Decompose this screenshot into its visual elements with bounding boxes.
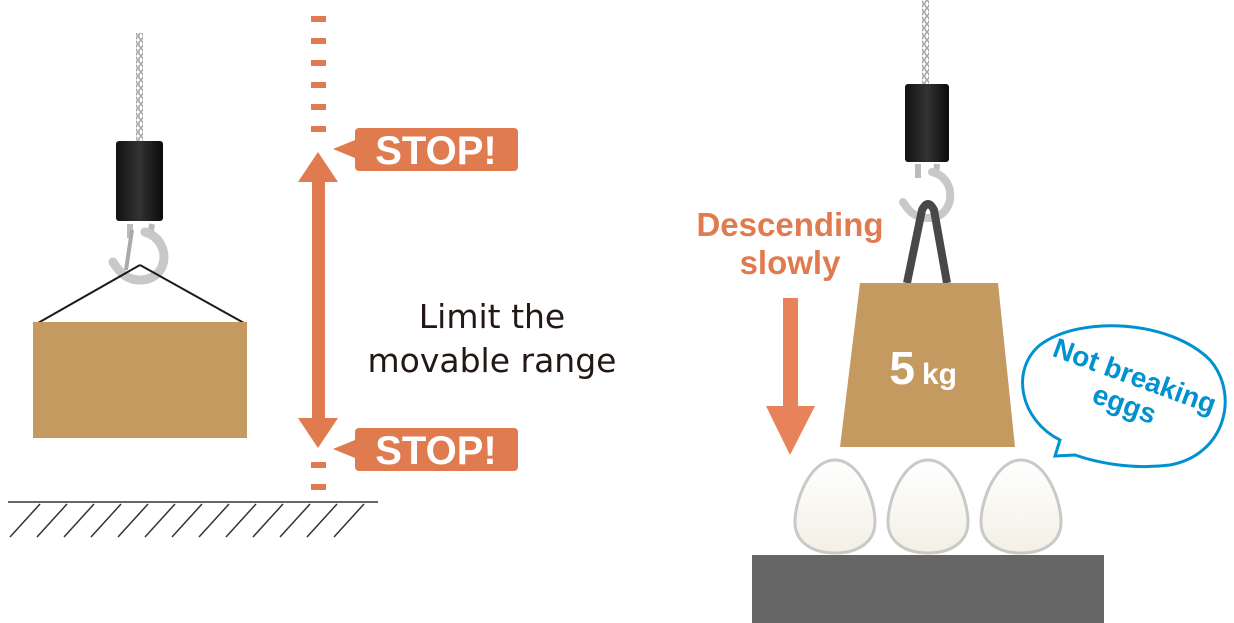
stop-text-top: STOP! xyxy=(375,129,497,173)
stop-label-bottom: STOP! xyxy=(333,428,518,473)
eggs xyxy=(793,458,1063,555)
hoist-body xyxy=(905,84,949,162)
descending-line-2: slowly xyxy=(740,244,842,281)
caption-line-1: Limit the xyxy=(419,297,565,336)
weight-unit: kg xyxy=(922,358,957,391)
stop-text-bottom: STOP! xyxy=(375,429,497,473)
base-platform xyxy=(752,555,1104,623)
rope-right xyxy=(139,264,245,324)
egg xyxy=(886,458,970,555)
egg xyxy=(793,458,877,555)
down-arrow-icon xyxy=(766,298,815,455)
chain xyxy=(136,33,143,163)
hook-icon xyxy=(108,223,169,285)
right-hoist: 5 kg xyxy=(840,0,1015,447)
load-box xyxy=(33,322,247,438)
double-arrow-icon xyxy=(298,152,338,448)
stop-label-top: STOP! xyxy=(333,128,518,173)
weight xyxy=(840,283,1015,447)
speech-bubble: Not breaking eggs xyxy=(1021,324,1227,469)
ground xyxy=(8,501,378,538)
egg xyxy=(979,458,1063,555)
chain xyxy=(922,0,929,86)
caption-line-2: movable range xyxy=(368,341,617,380)
hoist-body xyxy=(116,141,163,221)
range-dashes xyxy=(311,16,326,490)
strap xyxy=(903,200,951,284)
weight-value: 5 xyxy=(889,342,915,394)
rope-left xyxy=(37,264,141,324)
left-hoist xyxy=(33,33,247,438)
hook-icon xyxy=(899,163,955,223)
descending-line-1: Descending xyxy=(696,206,883,243)
